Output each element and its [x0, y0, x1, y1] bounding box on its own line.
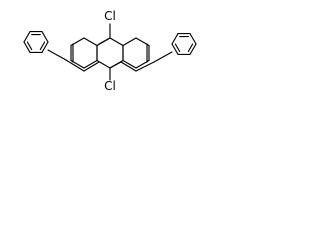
- left-ethyl-bond: [47, 49, 67, 61]
- left-ethyl-bond: [65, 59, 85, 72]
- left-phenyl-ring-bond: [41, 31, 49, 43]
- left-ethyl-bond: [83, 61, 100, 72]
- left-ring-bond: [83, 37, 98, 47]
- center-ring-double-bond: [98, 37, 111, 45]
- atom-label-cl-bottom: Cl: [104, 79, 116, 93]
- right-ethyl-bond: [135, 61, 155, 72]
- right-phenyl-ring-double-bond: [187, 43, 194, 53]
- left-phenyl-ring-double-bond: [26, 41, 33, 51]
- left-phenyl-ring-bond: [41, 41, 49, 53]
- right-phenyl-ring-bond: [189, 33, 197, 45]
- bond-lines: [23, 23, 197, 81]
- right-ring-bond: [122, 59, 137, 69]
- right-ring-bond: [122, 37, 137, 47]
- atom-label-cl-top: Cl: [104, 9, 116, 23]
- right-phenyl-ring-bond: [189, 43, 197, 55]
- center-ring-bond: [109, 37, 124, 47]
- left-ring-bond: [83, 59, 98, 69]
- right-ethyl-bond: [153, 51, 173, 63]
- left-phenyl-ring-double-bond: [39, 41, 46, 51]
- right-phenyl-ring-double-bond: [174, 43, 181, 53]
- center-ring-double-bond: [109, 61, 122, 69]
- chemical-structure: Cl Cl: [23, 9, 197, 93]
- left-phenyl-ring-bond: [23, 31, 31, 43]
- right-ethyl-bond: [120, 61, 137, 72]
- left-phenyl-ring-bond: [23, 41, 31, 53]
- right-phenyl-ring-bond: [171, 43, 179, 55]
- right-phenyl-ring-bond: [171, 33, 179, 45]
